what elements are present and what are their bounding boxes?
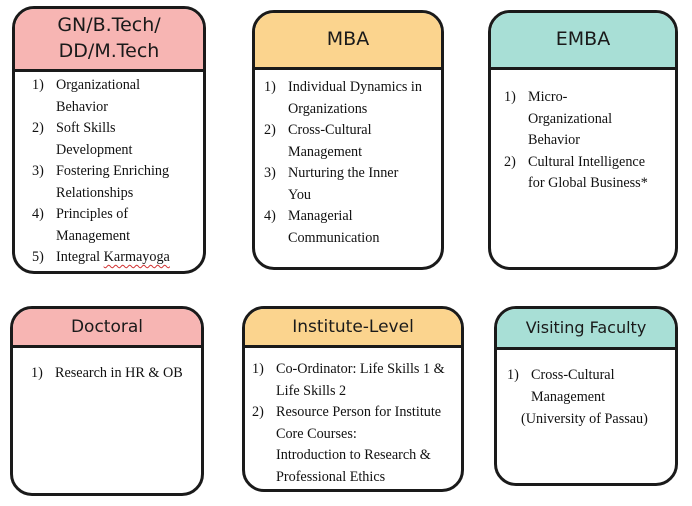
item-number: 1) <box>504 89 516 105</box>
item-line: Professional Ethics <box>276 468 386 485</box>
item-line: Research in HR & OB <box>55 365 183 381</box>
item-line: Core Courses: <box>276 425 357 442</box>
item-line: Resource Person for Institute <box>276 404 442 420</box>
item-line: for Global Business* <box>528 175 648 191</box>
course-list: 1) Organizational Behavior 2) Soft Skill… <box>32 75 203 269</box>
list-item: 1) Research in HR & OB <box>31 363 201 385</box>
affiliation-note: (University of Passau) <box>521 411 648 427</box>
item-number: 1) <box>252 361 264 377</box>
list-item: 5) Integral Karmayoga <box>32 247 203 269</box>
card-header: EMBA <box>491 13 675 70</box>
card-title-line: GN/B.Tech/ <box>57 14 161 37</box>
item-line: Organizational <box>528 110 613 127</box>
item-line: Fostering Enriching <box>56 163 170 179</box>
item-line: Nurturing the Inner <box>288 165 399 181</box>
item-line: Soft Skills <box>56 120 116 136</box>
course-list: 1) Co-Ordinator: Life Skills 1 & Life Sk… <box>252 359 461 488</box>
card-title: Institute-Level <box>292 316 414 337</box>
item-line: Behavior <box>56 98 109 115</box>
item-line: Relationships <box>56 184 134 201</box>
item-line: Integral Karmayoga <box>56 247 203 269</box>
list-item: 4) Principles of Management <box>32 204 203 247</box>
item-number: 2) <box>252 404 264 420</box>
card-header: MBA <box>255 13 441 70</box>
list-item: 2) Resource Person for Institute Core Co… <box>252 402 461 488</box>
item-line: Organizations <box>288 100 368 117</box>
item-number: 1) <box>507 367 519 383</box>
item-line: Cross-Cultural <box>531 367 615 383</box>
item-line: Behavior <box>528 132 581 148</box>
item-number: 4) <box>32 206 44 222</box>
list-item: 1) Individual Dynamics in Organizations <box>264 77 441 120</box>
item-line: Management <box>56 227 131 244</box>
list-item: 2) Cross-Cultural Management <box>264 120 441 163</box>
item-number: 1) <box>32 77 44 93</box>
card-header: Visiting Faculty <box>497 309 675 350</box>
item-number: 3) <box>32 163 44 179</box>
list-item: 4) Managerial Communication <box>264 206 441 249</box>
card-header: Doctoral <box>13 309 201 348</box>
course-list: 1) Cross-Cultural Management <box>507 365 675 408</box>
misspelled-word: Karmayoga <box>103 249 170 265</box>
item-line: Introduction to Research & <box>276 447 431 463</box>
item-number: 1) <box>264 79 276 95</box>
item-line: Managerial <box>288 208 353 224</box>
course-list: 1) Micro- Organizational Behavior 2) Cul… <box>504 87 675 195</box>
list-item: 3) Nurturing the Inner You <box>264 163 441 206</box>
item-line: You <box>288 186 312 203</box>
item-number: 2) <box>264 122 276 138</box>
card-visiting-faculty: Visiting Faculty 1) Cross-Cultural Manag… <box>494 306 678 486</box>
item-line: Cultural Intelligence <box>528 153 646 170</box>
list-item: 3) Fostering Enriching Relationships <box>32 161 203 204</box>
item-number: 2) <box>504 153 516 170</box>
card-header: Institute-Level <box>245 309 461 348</box>
list-item: 1) Micro- Organizational Behavior <box>504 87 675 152</box>
list-item: 1) Cross-Cultural Management <box>507 365 675 408</box>
item-number: 4) <box>264 208 276 224</box>
item-line: Principles of <box>56 206 129 222</box>
card-doctoral: Doctoral 1) Research in HR & OB <box>10 306 204 496</box>
card-institute-level: Institute-Level 1) Co-Ordinator: Life Sk… <box>242 306 464 492</box>
card-header: GN/B.Tech/ DD/M.Tech <box>15 9 203 72</box>
item-line: Individual Dynamics in <box>288 79 422 95</box>
card-title: EMBA <box>555 28 611 51</box>
card-title: Doctoral <box>70 316 144 337</box>
item-line: Management <box>288 143 363 160</box>
item-number: 3) <box>264 165 276 181</box>
item-line: Co-Ordinator: Life Skills 1 & <box>276 361 445 377</box>
item-line: Management <box>531 388 606 405</box>
item-number: 1) <box>31 365 43 381</box>
item-number: 5) <box>32 249 44 265</box>
course-list: 1) Individual Dynamics in Organizations … <box>264 77 441 249</box>
item-line: Communication <box>288 229 380 246</box>
item-line-text: Integral Karmayoga <box>56 249 170 265</box>
card-gn-btech: GN/B.Tech/ DD/M.Tech 1) Organizational B… <box>12 6 206 274</box>
list-item: 2) Cultural Intelligence for Global Busi… <box>504 152 675 195</box>
card-mba: MBA 1) Individual Dynamics in Organizati… <box>252 10 444 270</box>
card-title: MBA <box>326 28 370 51</box>
list-item: 1) Co-Ordinator: Life Skills 1 & Life Sk… <box>252 359 461 402</box>
list-item: 1) Organizational Behavior <box>32 75 203 118</box>
card-title: Visiting Faculty <box>525 318 647 338</box>
card-title-line: DD/M.Tech <box>58 40 160 62</box>
item-line: Cross-Cultural <box>288 122 372 138</box>
item-line: Organizational <box>56 77 141 93</box>
item-number: 2) <box>32 120 44 136</box>
item-line: Development <box>56 141 133 158</box>
item-line: Micro- <box>528 89 568 105</box>
list-item: 2) Soft Skills Development <box>32 118 203 161</box>
item-line: Life Skills 2 <box>276 382 347 399</box>
course-list: 1) Research in HR & OB <box>31 363 201 385</box>
card-emba: EMBA 1) Micro- Organizational Behavior 2… <box>488 10 678 270</box>
